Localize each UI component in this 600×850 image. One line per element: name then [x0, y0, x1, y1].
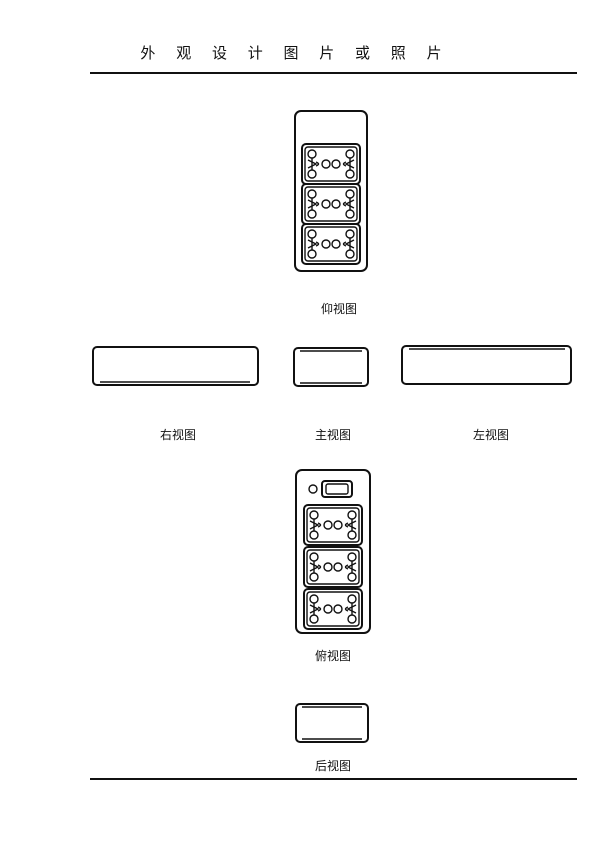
right-view-drawing: [92, 346, 259, 386]
back-view-label: 后视图: [314, 759, 351, 773]
footer-rule: [90, 778, 577, 780]
page-title: 外 观 设 计 图 片 或 照 片: [140, 44, 450, 62]
back-view-drawing: [295, 703, 369, 743]
right-view-label: 右视图: [159, 428, 196, 442]
header-rule: [90, 72, 577, 74]
front-view-label: 主视图: [314, 428, 351, 442]
front-view-drawing: [293, 347, 369, 387]
bottom-view-label: 仰视图: [320, 302, 357, 316]
top-view-drawing: [295, 469, 371, 634]
left-view-drawing: [401, 345, 572, 385]
top-view-label: 俯视图: [314, 649, 351, 663]
left-view-label: 左视图: [472, 428, 509, 442]
bottom-view-drawing: [294, 110, 368, 272]
